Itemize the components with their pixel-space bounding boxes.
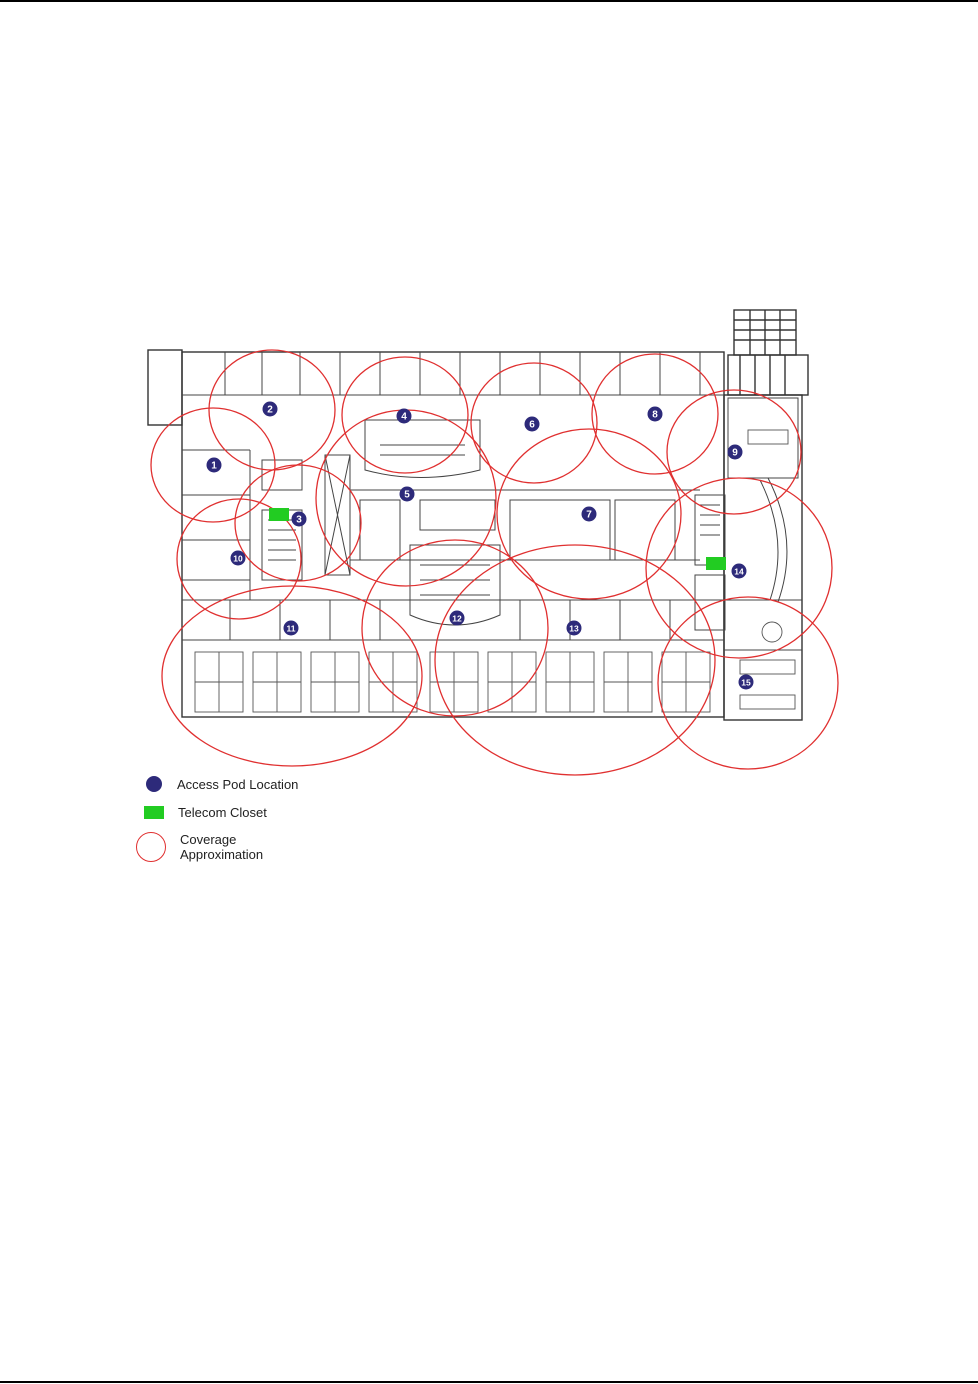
access-pod-label: 14	[734, 567, 744, 577]
access-pod-label: 2	[267, 405, 273, 416]
access-pod-1: 1	[207, 458, 222, 473]
access-pod-label: 7	[586, 510, 592, 521]
access-pod-6: 6	[525, 417, 540, 432]
access-pod-label: 13	[569, 624, 579, 634]
access-pod-label: 5	[404, 490, 410, 501]
coverage-layer	[151, 350, 838, 775]
legend-coverage-line2: Approximation	[180, 847, 263, 862]
access-pod-7: 7	[582, 507, 597, 522]
access-pod-14: 14	[732, 564, 747, 579]
access-pod-3: 3	[292, 512, 307, 527]
access-pod-15: 15	[739, 675, 754, 690]
access-pod-label: 12	[452, 614, 462, 624]
access-pod-2: 2	[263, 402, 278, 417]
page-top-rule	[0, 0, 978, 2]
access-pod-label: 10	[233, 554, 243, 564]
access-pod-label: 1	[211, 461, 217, 472]
legend-coverage-label: Coverage Approximation	[180, 832, 263, 862]
telecom-closet-tc-east	[706, 557, 726, 570]
telecom-closet-swatch	[144, 806, 164, 819]
legend-telecom-closet: Telecom Closet	[136, 805, 267, 820]
legend-access-pod: Access Pod Location	[136, 776, 298, 792]
coverage-ring-swatch	[136, 832, 166, 862]
cubicle-area	[195, 430, 795, 712]
access-pod-label: 11	[287, 624, 296, 634]
access-pod-4: 4	[397, 409, 412, 424]
access-pod-8: 8	[648, 407, 663, 422]
access-pod-label: 6	[529, 420, 535, 431]
telecom-closet-tc-west	[269, 508, 289, 521]
access-pod-label: 8	[652, 410, 658, 421]
legend-access-pod-label: Access Pod Location	[177, 777, 298, 792]
legend-coverage-line1: Coverage	[180, 832, 263, 847]
access-pod-10: 10	[231, 551, 246, 566]
legend-telecom-closet-label: Telecom Closet	[178, 805, 267, 820]
access-pod-label: 15	[741, 678, 751, 688]
map-legend: Access Pod Location Telecom Closet Cover…	[136, 772, 396, 872]
access-pod-label: 3	[296, 515, 302, 526]
access-pod-9: 9	[728, 445, 743, 460]
access-pod-label: 4	[401, 412, 407, 423]
access-pod-12: 12	[450, 611, 465, 626]
access-pod-11: 11	[284, 621, 299, 636]
access-pod-label: 9	[732, 448, 738, 459]
legend-coverage: Coverage Approximation	[136, 832, 263, 862]
access-pod-5: 5	[400, 487, 415, 502]
access-pod-swatch	[146, 776, 162, 792]
page-bottom-rule	[0, 1381, 978, 1383]
access-pod-13: 13	[567, 621, 582, 636]
coverage-circle-11	[162, 586, 422, 766]
